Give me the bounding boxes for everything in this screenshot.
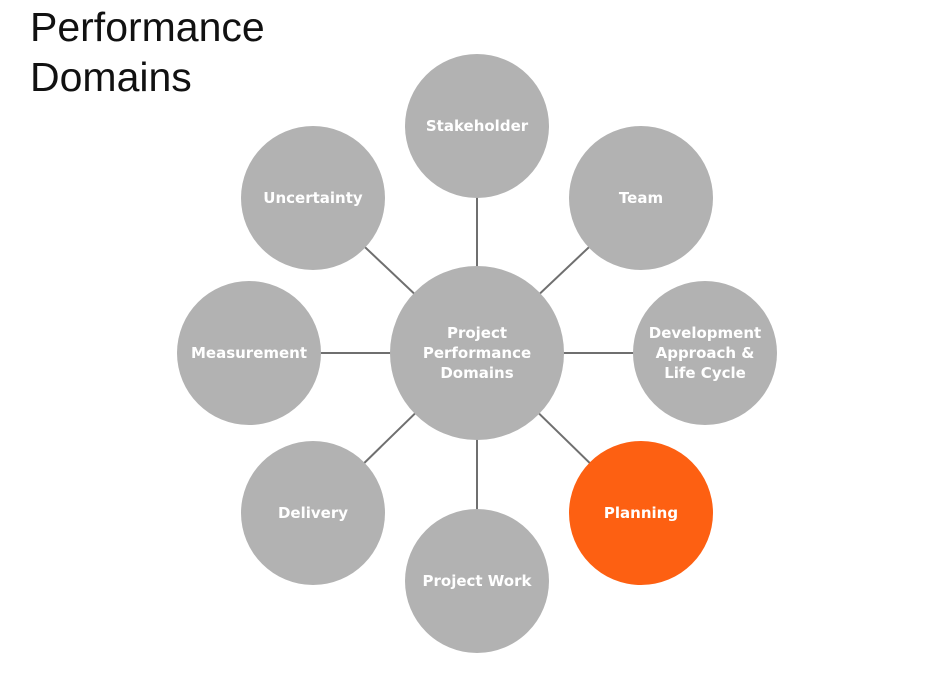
center-label-line-2: Performance xyxy=(423,344,531,362)
domain-development-approach-label-line-1: Development xyxy=(649,324,761,342)
domain-node-delivery: Delivery xyxy=(241,441,385,585)
domain-node-measurement: Measurement xyxy=(177,281,321,425)
domain-stakeholder-label-line-1: Stakeholder xyxy=(426,117,529,135)
domain-circle-uncertainty xyxy=(241,126,385,270)
domain-circle-planning xyxy=(569,441,713,585)
domain-node-planning: Planning xyxy=(569,441,713,585)
domain-development-approach-label-line-3: Life Cycle xyxy=(664,364,746,382)
domain-project-work-label-line-1: Project Work xyxy=(423,572,533,590)
center-label-line-3: Domains xyxy=(440,364,513,382)
page-title-line-2: Domains xyxy=(30,54,192,100)
domain-delivery-label-line-1: Delivery xyxy=(278,504,348,522)
domain-circle-development-approach xyxy=(633,281,777,425)
domain-team-label-line-1: Team xyxy=(619,189,663,207)
domain-node-stakeholder: Stakeholder xyxy=(405,54,549,198)
domain-circle-stakeholder xyxy=(405,54,549,198)
domain-measurement-label-line-1: Measurement xyxy=(191,344,307,362)
center-circle xyxy=(390,266,564,440)
center-label-line-1: Project xyxy=(447,324,507,342)
page-title-line-1: Performance xyxy=(30,4,265,50)
domain-node-project-work: Project Work xyxy=(405,509,549,653)
domain-circle-measurement xyxy=(177,281,321,425)
domain-circle-delivery xyxy=(241,441,385,585)
domain-node-uncertainty: Uncertainty xyxy=(241,126,385,270)
domain-uncertainty-label-line-1: Uncertainty xyxy=(263,189,363,207)
domain-development-approach-label-line-2: Approach & xyxy=(656,344,755,362)
domain-planning-label-line-1: Planning xyxy=(604,504,678,522)
page-title: Performance Domains xyxy=(30,2,265,102)
domain-circle-team xyxy=(569,126,713,270)
domain-node-team: Team xyxy=(569,126,713,270)
domain-circle-project-work xyxy=(405,509,549,653)
